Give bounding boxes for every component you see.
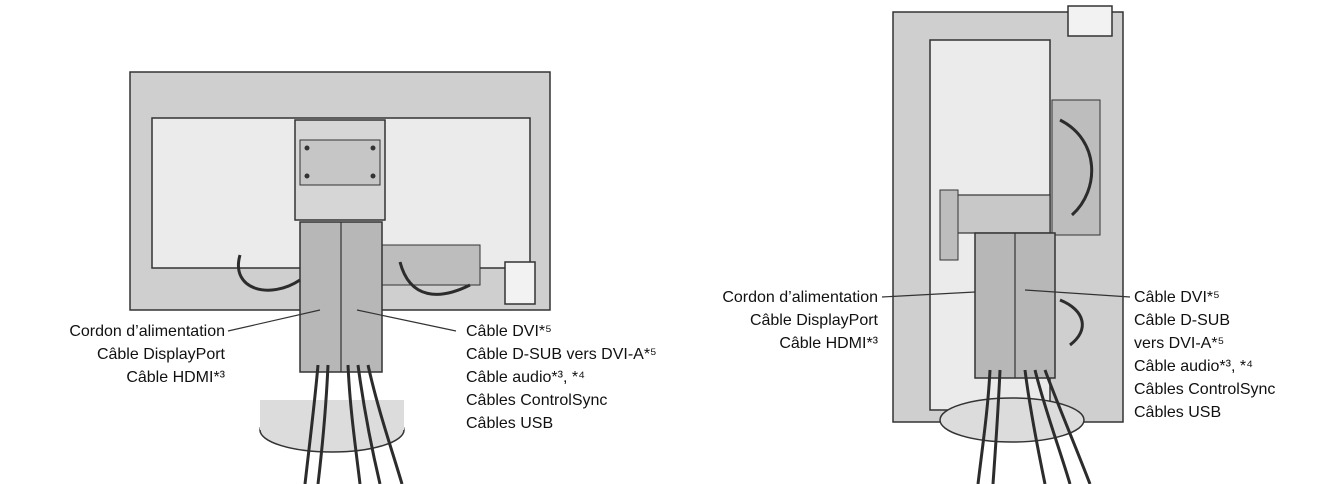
callout-dvi-cable: Câble DVI*⁵ xyxy=(466,323,552,340)
callout-displayport-cable: Câble DisplayPort xyxy=(96,346,225,363)
callout-power-cord: Cordon d’alimentation xyxy=(722,289,878,306)
landscape-monitor xyxy=(129,71,551,484)
callout-controlsync-cables: Câbles ControlSync xyxy=(466,392,608,409)
landscape-left-callout: Cordon d’alimentation Câble DisplayPort … xyxy=(10,320,225,389)
portrait-left-callout: Cordon d’alimentation Câble DisplayPort … xyxy=(660,286,878,355)
callout-audio-cable: Câble audio*³, *⁴ xyxy=(1134,358,1253,375)
callout-audio-cable: Câble audio*³, *⁴ xyxy=(466,369,585,386)
portrait-monitor xyxy=(881,5,1131,484)
callout-power-cord: Cordon d’alimentation xyxy=(69,323,225,340)
callout-hdmi-cable: Câble HDMI*³ xyxy=(779,335,878,352)
callout-usb-cables: Câbles USB xyxy=(466,415,554,432)
callout-dsub-dvia-cable: Câble D-SUB vers DVI-A*⁵ xyxy=(466,346,657,363)
callout-dvi-cable: Câble DVI*⁵ xyxy=(1134,289,1220,306)
callout-displayport-cable: Câble DisplayPort xyxy=(749,312,878,329)
callout-dvia-adapter: vers DVI-A*⁵ xyxy=(1134,335,1225,352)
callout-usb-cables: Câbles USB xyxy=(1134,404,1222,421)
portrait-right-callout: Câble DVI*⁵ Câble D-SUB vers DVI-A*⁵ Câb… xyxy=(1134,286,1314,424)
callout-controlsync-cables: Câbles ControlSync xyxy=(1134,381,1276,398)
callout-dsub-cable: Câble D-SUB xyxy=(1134,312,1231,329)
callout-hdmi-cable: Câble HDMI*³ xyxy=(126,369,225,386)
landscape-right-callout: Câble DVI*⁵ Câble D-SUB vers DVI-A*⁵ Câb… xyxy=(466,320,706,435)
